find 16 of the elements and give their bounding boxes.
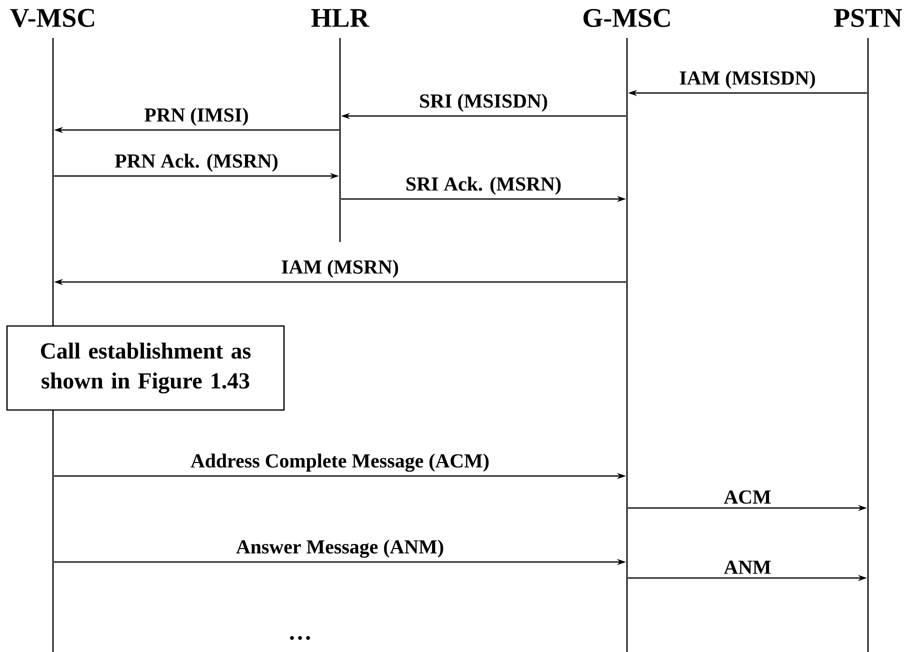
participant-label: PSTN: [834, 8, 902, 28]
message-label: IAM (MSRN): [280, 258, 400, 279]
message-label: SRI Ack. (MSRN): [404, 176, 563, 196]
ellipsis: …: [290, 636, 310, 640]
participant-label: HLR: [311, 9, 370, 27]
participant-label: V-MSC: [10, 8, 94, 28]
message-label: Answer Message (ANM): [234, 538, 446, 559]
note-box: Call establishment as shown in Figure 1.43: [6, 325, 285, 411]
message-label: SRI (MSISDN): [418, 92, 549, 113]
message-label: Address Complete Message (ACM): [190, 452, 490, 473]
message-label: ACM: [722, 489, 772, 505]
message-label: IAM (MSISDN): [678, 70, 817, 90]
message-label: ANM: [722, 560, 772, 575]
message-label: PRN Ack. (MSRN): [114, 152, 280, 173]
participant-label: G-MSC: [584, 8, 670, 28]
message-label: PRN (IMSI): [143, 106, 250, 127]
